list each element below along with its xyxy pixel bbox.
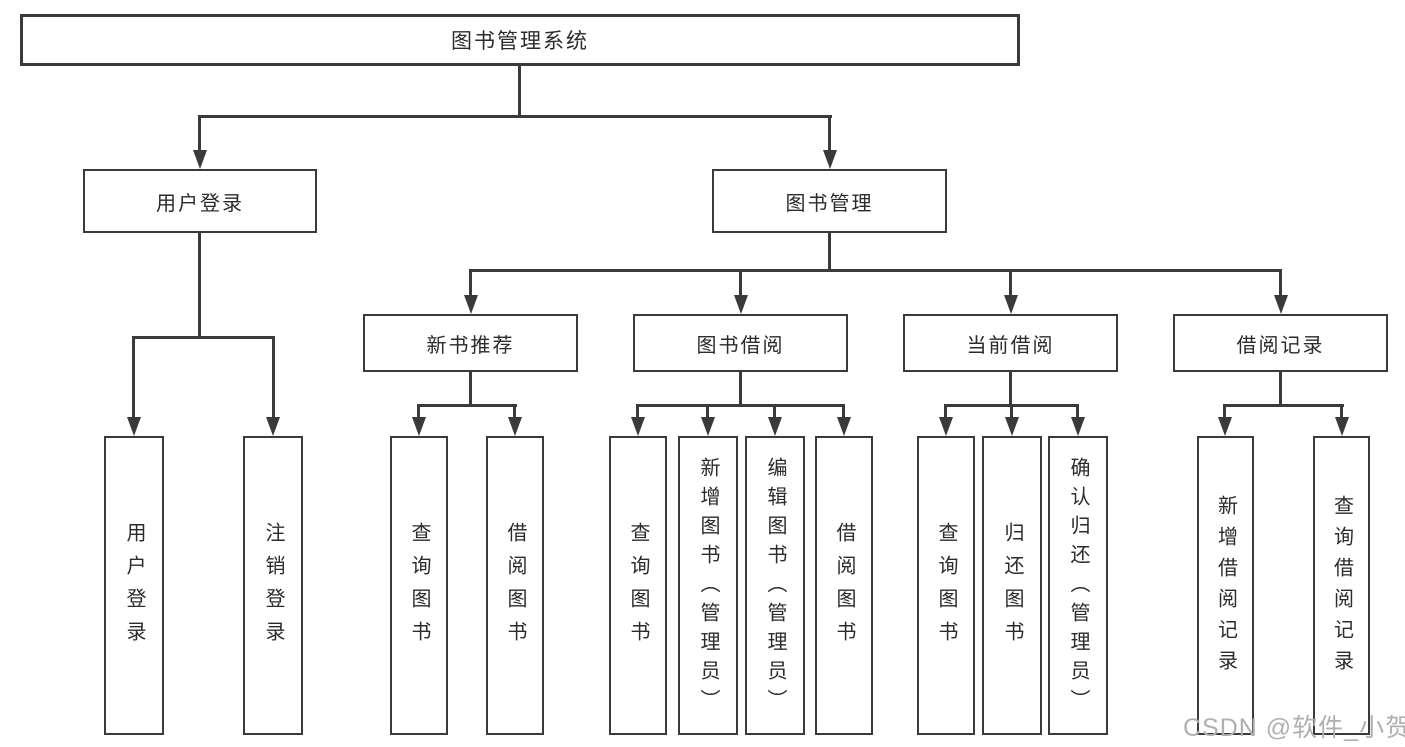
arrowhead-icon (1004, 295, 1018, 314)
arrowhead-icon (464, 295, 478, 314)
leaf-logout: 注销登录 (243, 436, 303, 735)
connector-hline (636, 404, 845, 407)
connector-vline (828, 115, 831, 152)
node-borrow-records: 借阅记录 (1173, 314, 1388, 372)
connector-vline (513, 404, 516, 419)
connector-hline (132, 336, 275, 339)
leaf-borrow-query-books: 查询图书 (609, 436, 667, 735)
leaf-newbook-query-books: 查询图书 (390, 436, 448, 735)
leaf-current-confirm-return-admin: 确认归还（管理员） (1048, 436, 1108, 735)
arrowhead-icon (1274, 295, 1288, 314)
node-book-management: 图书管理 (712, 169, 947, 233)
arrowhead-icon (508, 417, 522, 436)
leaf-records-query-record: 查询借阅记录 (1313, 436, 1370, 735)
connector-vline (739, 372, 742, 406)
leaf-borrow-borrow-books: 借阅图书 (815, 436, 873, 735)
connector-vline (1009, 269, 1012, 297)
connector-vline (773, 404, 776, 419)
node-user-login: 用户登录 (83, 169, 317, 233)
leaf-newbook-borrow-books: 借阅图书 (486, 436, 544, 735)
connector-vline (198, 233, 201, 336)
arrowhead-icon (1071, 417, 1085, 436)
connector-hline (1223, 404, 1344, 407)
connector-vline (198, 115, 201, 152)
arrowhead-icon (631, 417, 645, 436)
node-new-book-recommend: 新书推荐 (363, 314, 578, 372)
connector-vline (706, 404, 709, 419)
connector-hline (198, 115, 832, 118)
leaf-current-query-books: 查询图书 (917, 436, 975, 735)
arrowhead-icon (823, 150, 837, 169)
node-book-borrow: 图书借阅 (633, 314, 848, 372)
connector-vline (1076, 404, 1079, 419)
connector-vline (1279, 269, 1282, 297)
connector-vline (739, 269, 742, 297)
arrowhead-icon (266, 417, 280, 436)
connector-vline (842, 404, 845, 419)
leaf-borrow-edit-books-admin: 编辑图书（管理员） (745, 436, 805, 735)
leaf-user-login: 用户登录 (104, 436, 164, 735)
arrowhead-icon (127, 417, 141, 436)
watermark: CSDN @软件_小贺同学 (1183, 714, 1405, 742)
connector-vline (944, 404, 947, 419)
connector-vline (1010, 404, 1013, 419)
connector-hline (469, 269, 1282, 272)
connector-vline (1009, 372, 1012, 406)
arrowhead-icon (734, 295, 748, 314)
connector-vline (469, 372, 472, 406)
arrowhead-icon (768, 417, 782, 436)
arrowhead-icon (1335, 417, 1349, 436)
arrowhead-icon (1218, 417, 1232, 436)
connector-vline (1223, 404, 1226, 419)
connector-vline (518, 66, 521, 115)
connector-vline (828, 233, 831, 271)
leaf-records-add-record: 新增借阅记录 (1197, 436, 1254, 735)
arrowhead-icon (193, 150, 207, 169)
node-library-system: 图书管理系统 (20, 14, 1020, 66)
arrowhead-icon (939, 417, 953, 436)
connector-vline (469, 269, 472, 297)
connector-vline (636, 404, 639, 419)
connector-hline (417, 404, 517, 407)
leaf-current-return-books: 归还图书 (982, 436, 1042, 735)
connector-vline (417, 404, 420, 419)
arrowhead-icon (412, 417, 426, 436)
arrowhead-icon (837, 417, 851, 436)
arrowhead-icon (1005, 417, 1019, 436)
arrowhead-icon (701, 417, 715, 436)
connector-vline (132, 336, 135, 419)
connector-vline (272, 336, 275, 419)
connector-vline (1340, 404, 1343, 419)
node-current-borrow: 当前借阅 (903, 314, 1118, 372)
connector-vline (1279, 372, 1282, 406)
leaf-borrow-add-books-admin: 新增图书（管理员） (678, 436, 738, 735)
